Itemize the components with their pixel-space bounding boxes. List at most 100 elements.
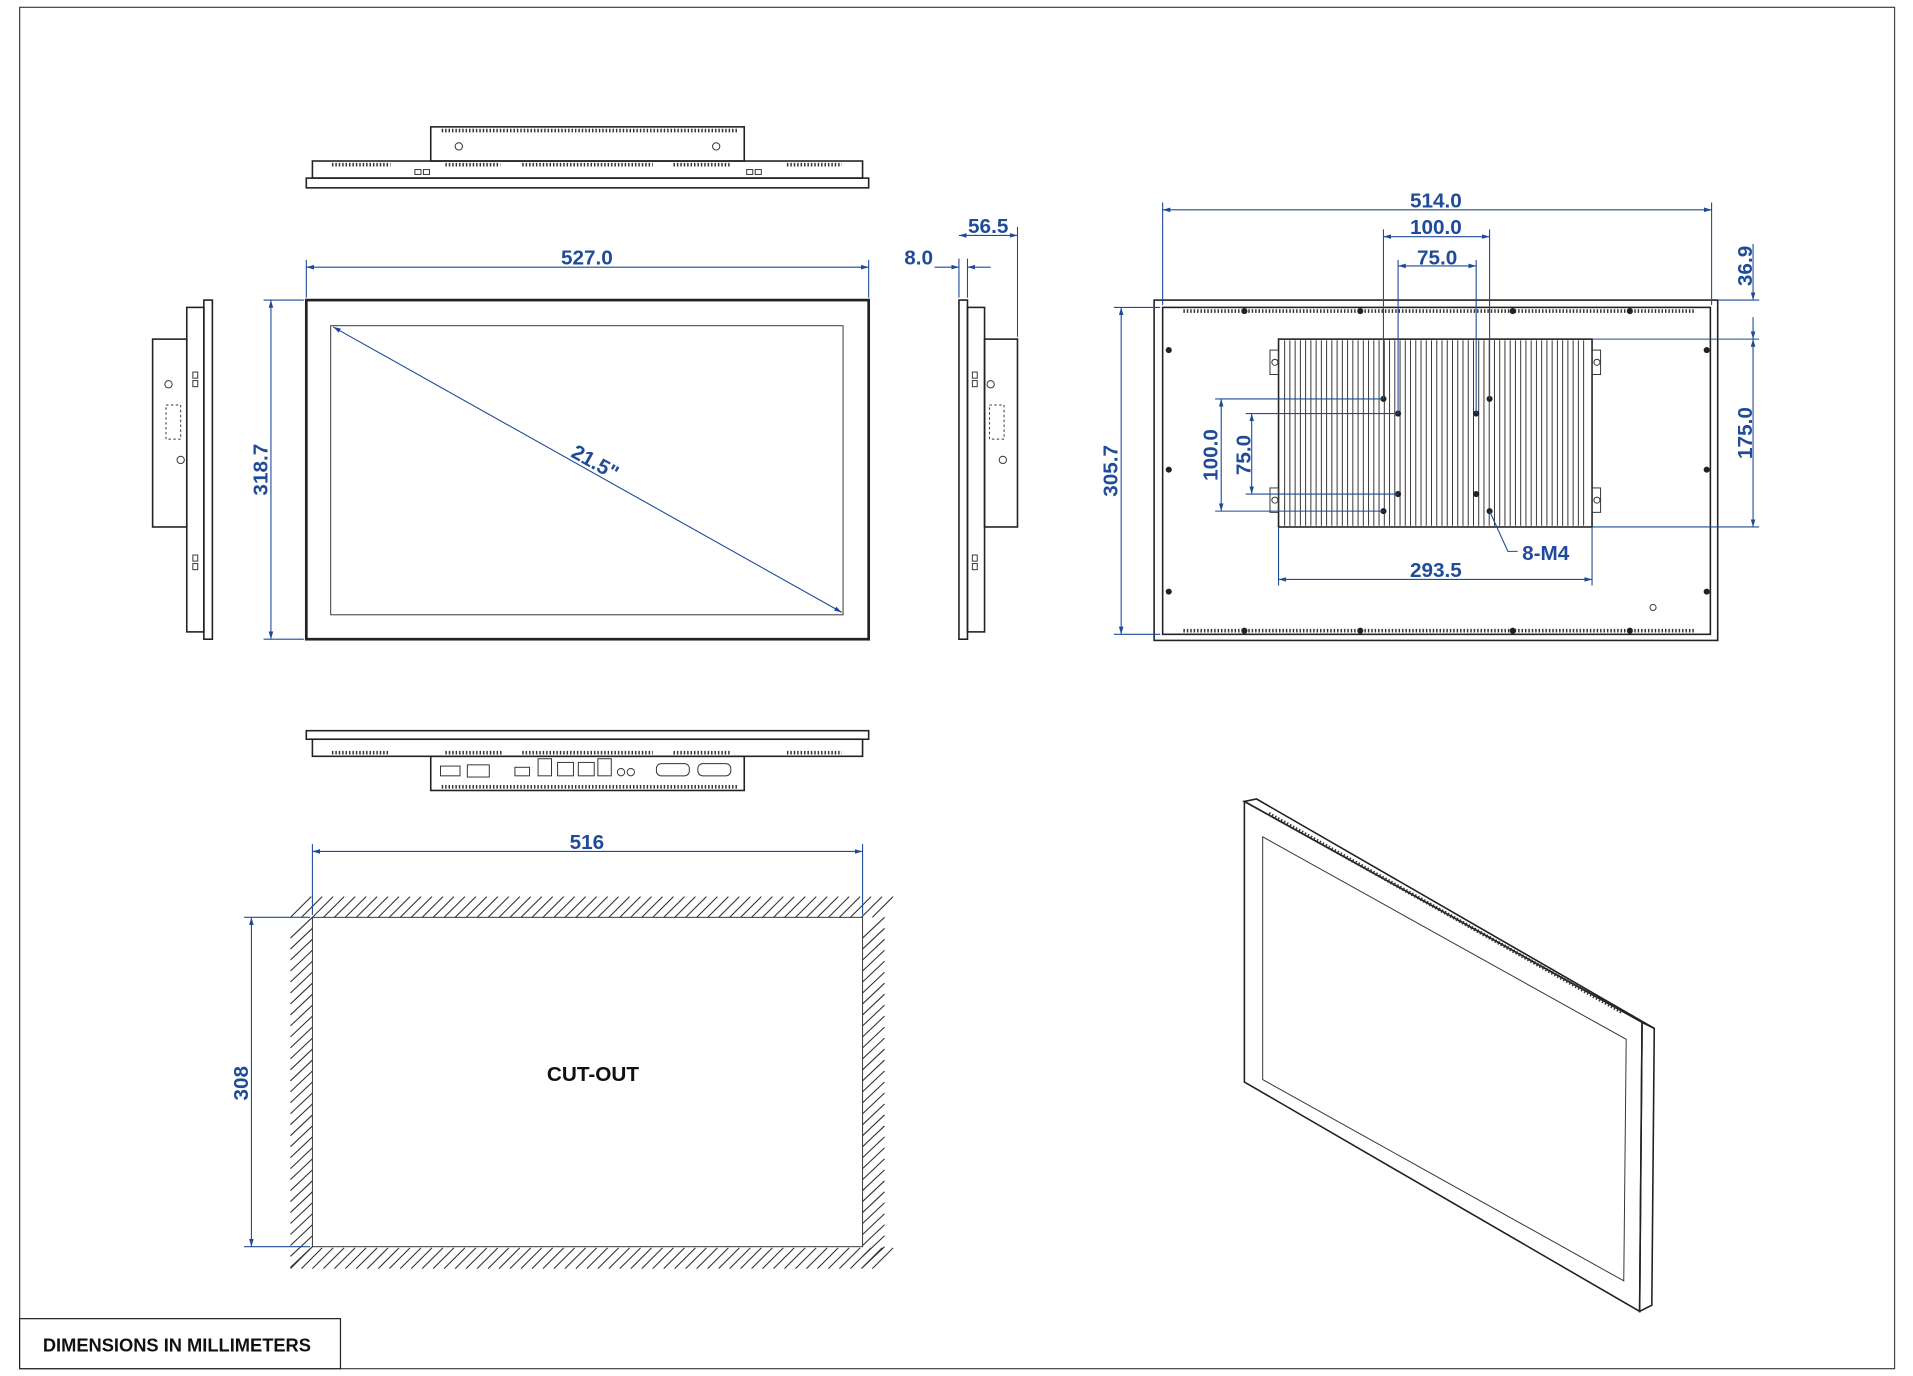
bolt-hole [1626, 627, 1633, 634]
hatch-line [564, 896, 587, 918]
hatch-line [751, 1247, 773, 1270]
hatch-line [773, 1247, 795, 1270]
hatch-line [290, 1235, 313, 1257]
hatch-line [443, 896, 466, 918]
hatch-line [630, 1247, 652, 1270]
hatch-line [862, 1103, 885, 1126]
hatch-line [290, 1004, 313, 1027]
bolt-hole [1165, 466, 1172, 473]
hatch-line [696, 1247, 718, 1270]
hatch-line [290, 1114, 313, 1137]
hatch-line [862, 1070, 885, 1093]
hatch-line [828, 896, 850, 918]
hatch-line [290, 1059, 313, 1082]
hatch-line [564, 1247, 587, 1270]
hatch-line [312, 1247, 334, 1270]
hatch-line [762, 1247, 784, 1270]
hatch-line [290, 1015, 313, 1038]
diagonal-label: 21.5" [567, 441, 622, 485]
hatch-line [586, 896, 609, 918]
hatch-line [290, 1070, 313, 1093]
bolt-hole [1703, 588, 1710, 595]
hatch-line [862, 1004, 885, 1027]
hatch-line [498, 896, 521, 918]
hatch-line [333, 1247, 356, 1270]
hatch-line [849, 896, 872, 918]
hatch-line [531, 896, 554, 918]
screw-note-label: 8-M4 [1522, 542, 1570, 565]
hatch-line [608, 1247, 630, 1270]
hatch-line [323, 896, 345, 918]
hatch-line [553, 896, 576, 918]
hatch-line [762, 896, 784, 918]
hatch-line [301, 1247, 323, 1270]
sheet-border [19, 6, 1896, 1370]
hatch-line [531, 1247, 554, 1270]
hatch-line [301, 896, 323, 918]
hatch-line [862, 971, 885, 994]
left-side-view [151, 299, 214, 640]
hatch-line [862, 1180, 885, 1202]
hatch-line [597, 896, 619, 918]
hatch-line [862, 1169, 885, 1191]
hatch-line [487, 896, 510, 918]
bolt-hole [1165, 347, 1172, 354]
hatch-line [290, 1125, 313, 1148]
hatch-line [290, 1180, 313, 1202]
hatch-line [862, 1191, 885, 1213]
hatch-line [674, 896, 696, 918]
hatch-line [290, 1246, 313, 1268]
hatch-line [871, 1247, 894, 1270]
hatch-line [862, 1158, 885, 1181]
hatch-line [862, 1092, 885, 1115]
hatch-line [652, 896, 674, 918]
hatch-line [828, 1247, 850, 1270]
hatch-line [377, 896, 400, 918]
box-height-label: 175.0 [1734, 407, 1757, 459]
front-view: 21.5" 527.0 318.7 [249, 247, 871, 641]
vesa-outer-v-label: 100.0 [1200, 429, 1223, 481]
hatch-line [862, 1081, 885, 1104]
hatch-line [773, 896, 795, 918]
hatch-line [290, 1169, 313, 1191]
cutout-label: CUT-OUT [547, 1063, 639, 1086]
hatch-line [685, 896, 707, 918]
hatch-line [839, 1247, 861, 1270]
hatch-line [575, 1247, 598, 1270]
hatch-line [410, 1247, 433, 1270]
hatch-line [784, 1247, 806, 1270]
hatch-line [729, 896, 751, 918]
hatch-line [290, 960, 313, 983]
mounting-bolts [1165, 308, 1710, 634]
hatch-line [718, 1247, 740, 1270]
hatch-line [454, 1247, 477, 1270]
isometric-view [1242, 798, 1656, 1313]
bolt-hole [1165, 588, 1172, 595]
hatch-line [862, 1202, 885, 1224]
hatch-line [862, 927, 885, 950]
bolt-hole [1509, 308, 1516, 315]
hatch-line [498, 1247, 521, 1270]
units-note: DIMENSIONS IN MILLIMETERS [43, 1335, 311, 1356]
hatch-line [575, 896, 598, 918]
hatch-line [542, 896, 565, 918]
hatch-line [862, 982, 885, 1005]
hatch-line [862, 1147, 885, 1170]
hatch-line [290, 1147, 313, 1170]
bottom-view [305, 729, 870, 792]
hatch-line [862, 1015, 885, 1038]
bolt-hole [1357, 308, 1364, 315]
hatch-line [862, 916, 885, 939]
hatch-line [862, 960, 885, 983]
title-block: DIMENSIONS IN MILLIMETERS [19, 1318, 342, 1370]
hatch-line [862, 1136, 885, 1159]
hatch-line [542, 1247, 565, 1270]
hatch-line [377, 1247, 400, 1270]
cutout-width-label: 516 [570, 831, 605, 854]
hatch-line [487, 1247, 510, 1270]
bezel-depth-label: 8.0 [904, 247, 933, 270]
cutout-view: CUT-OUT 516 308 [230, 831, 894, 1270]
hatch-line [795, 1247, 817, 1270]
heatsink-box [1269, 338, 1602, 528]
hatch-line [290, 1037, 313, 1060]
